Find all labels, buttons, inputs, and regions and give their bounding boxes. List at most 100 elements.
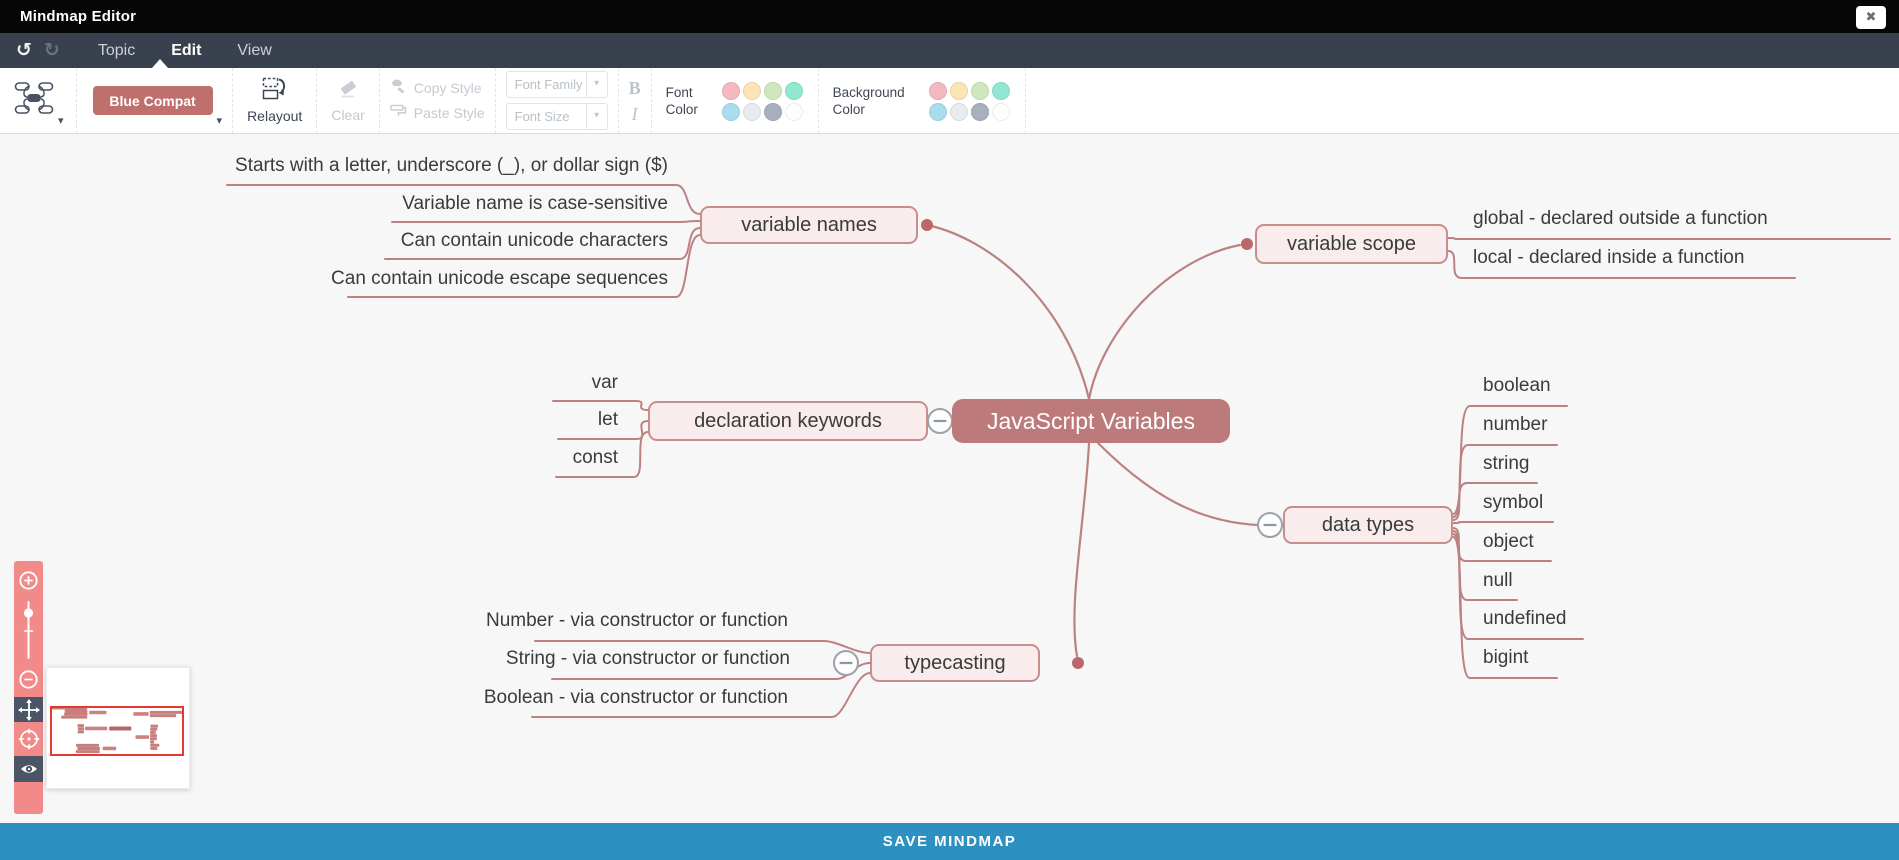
theme-button[interactable]: Blue Compat: [92, 86, 213, 115]
close-icon: ✖: [1865, 10, 1877, 25]
font-family-select[interactable]: Font Family ▾: [505, 71, 608, 98]
minimap-root-bar: [109, 726, 132, 731]
mindmap-leaf[interactable]: String - via constructor or function: [505, 648, 790, 669]
mindmap-leaf[interactable]: const: [572, 447, 618, 468]
mindmap-shape-icon[interactable]: [14, 80, 54, 121]
connector-dot-variable_scope[interactable]: [1241, 238, 1253, 250]
mindmap-leaf[interactable]: local - declared inside a function: [1473, 247, 1745, 268]
background-color-swatch-7[interactable]: [970, 102, 989, 121]
clear-button[interactable]: Clear: [317, 68, 380, 133]
zoom-slider[interactable]: [14, 599, 43, 661]
close-button[interactable]: ✖: [1856, 6, 1886, 29]
mindmap-canvas[interactable]: Starts with a letter, underscore (_), or…: [0, 134, 1899, 824]
eye-icon: [20, 765, 37, 773]
zoom-out-button[interactable]: [14, 661, 43, 697]
background-color-swatch-6[interactable]: [949, 102, 968, 121]
mindmap-node-variable_scope[interactable]: variable scope: [1255, 224, 1448, 264]
font-color-swatch-3[interactable]: [763, 81, 782, 100]
background-color-swatch-3[interactable]: [970, 81, 989, 100]
mindmap-leaf[interactable]: Starts with a letter, underscore (_), or…: [235, 155, 668, 176]
center-view-button[interactable]: [14, 722, 43, 756]
minimap-leaf-bar: [149, 714, 177, 718]
mindmap-leaf[interactable]: let: [597, 409, 618, 430]
crosshair-icon: [18, 728, 39, 750]
copy-style-button[interactable]: Copy Style: [390, 79, 482, 97]
mindmap-leaf[interactable]: Can contain unicode characters: [400, 230, 668, 251]
minimap-leaf-bar: [64, 709, 88, 713]
mindmap-root-node[interactable]: JavaScript Variables: [952, 399, 1230, 443]
connector-dot-variable_names[interactable]: [921, 219, 933, 231]
minimap-leaf-bar: [77, 746, 100, 750]
connector-dot-typecasting-root-side[interactable]: [1072, 657, 1084, 669]
mindmap-node-declaration_keywords[interactable]: declaration keywords: [648, 401, 928, 441]
font-color-swatch-7[interactable]: [763, 102, 782, 121]
mindmap-leaf[interactable]: Number - via constructor or function: [485, 610, 788, 631]
paste-style-button[interactable]: Paste Style: [389, 104, 485, 122]
pan-button[interactable]: [14, 697, 43, 722]
italic-button[interactable]: I: [631, 103, 638, 124]
minimap-leaf-bar: [75, 750, 100, 754]
mindmap-leaf[interactable]: Boolean - via constructor or function: [483, 687, 788, 708]
font-color-swatch-8[interactable]: [784, 102, 803, 121]
relayout-button[interactable]: Relayout: [233, 68, 318, 133]
font-style-group: B I: [619, 68, 651, 133]
mindmap-leaf[interactable]: global - declared outside a function: [1473, 208, 1768, 229]
mindmap-leaf[interactable]: null: [1483, 570, 1513, 591]
mindmap-leaf[interactable]: number: [1483, 414, 1548, 435]
font-color-swatch-2[interactable]: [742, 81, 761, 100]
edit-toolbar: ▾ Blue Compat ▾ Relayout: [0, 68, 1899, 134]
paste-style-icon: [389, 104, 407, 122]
save-mindmap-button[interactable]: SAVE MINDMAP: [0, 823, 1899, 860]
minimap-leaf-bar: [77, 730, 84, 734]
minimap-viewport[interactable]: [50, 706, 184, 756]
toggle-visibility-button[interactable]: [14, 756, 43, 782]
font-select-group: Font Family ▾ Font Size ▾: [496, 68, 619, 133]
font-size-select[interactable]: Font Size ▾: [505, 103, 608, 130]
mindmap-leaf[interactable]: Variable name is case-sensitive: [402, 193, 668, 214]
font-color-swatch-1[interactable]: [721, 81, 740, 100]
background-color-swatch-2[interactable]: [949, 81, 968, 100]
mindmap-leaf[interactable]: undefined: [1483, 608, 1567, 629]
edge-line: [1087, 243, 1242, 401]
background-color-swatch-8[interactable]: [991, 102, 1010, 121]
minimap-node-bar: [102, 746, 117, 751]
background-color-swatch-5[interactable]: [928, 102, 947, 121]
font-color-swatch-4[interactable]: [784, 81, 803, 100]
minimap[interactable]: [46, 667, 190, 789]
edge-line: [391, 220, 701, 223]
mindmap-node-typecasting[interactable]: typecasting: [870, 644, 1040, 682]
mindmap-node-data_types[interactable]: data types: [1283, 506, 1453, 544]
minimap-leaf-bar: [150, 734, 157, 738]
mindmap-leaf[interactable]: bigint: [1483, 647, 1529, 668]
minimap-node-bar: [85, 726, 108, 731]
minimap-leaf-bar: [61, 715, 88, 719]
shape-dropdown-caret[interactable]: ▾: [58, 114, 64, 127]
minimap-leaf-bar: [150, 727, 158, 731]
minimap-leaf-bar: [149, 710, 184, 714]
font-color-label: Font Color: [665, 84, 698, 117]
background-color-swatch-1[interactable]: [928, 81, 947, 100]
mindmap-leaf[interactable]: string: [1483, 453, 1530, 474]
font-color-swatch-5[interactable]: [721, 102, 740, 121]
menu-topic[interactable]: Topic: [97, 42, 136, 59]
mindmap-leaf[interactable]: boolean: [1483, 375, 1551, 396]
mindmap-leaf[interactable]: Can contain unicode escape sequences: [331, 268, 668, 289]
menu-edit[interactable]: Edit: [171, 42, 202, 59]
mindmap-leaf[interactable]: object: [1483, 531, 1534, 552]
minimap-preview: [50, 706, 184, 756]
mindmap-leaf[interactable]: symbol: [1483, 492, 1544, 513]
edge-line: [1452, 444, 1558, 518]
minimap-node-bar: [135, 735, 150, 739]
background-color-swatch-4[interactable]: [991, 81, 1010, 100]
zoom-in-button[interactable]: [14, 561, 43, 599]
theme-dropdown-caret[interactable]: ▾: [216, 114, 223, 127]
redo-icon[interactable]: ↻: [38, 33, 66, 68]
edge-line: [1452, 521, 1554, 524]
bold-button[interactable]: B: [628, 77, 641, 98]
mindmap-leaf[interactable]: var: [591, 372, 618, 393]
menu-view[interactable]: View: [237, 42, 272, 59]
font-color-swatch-6[interactable]: [742, 102, 761, 121]
mindmap-node-variable_names[interactable]: variable names: [700, 206, 918, 244]
undo-icon[interactable]: ↺: [10, 33, 38, 68]
minimap-leaf-bar: [150, 740, 155, 744]
